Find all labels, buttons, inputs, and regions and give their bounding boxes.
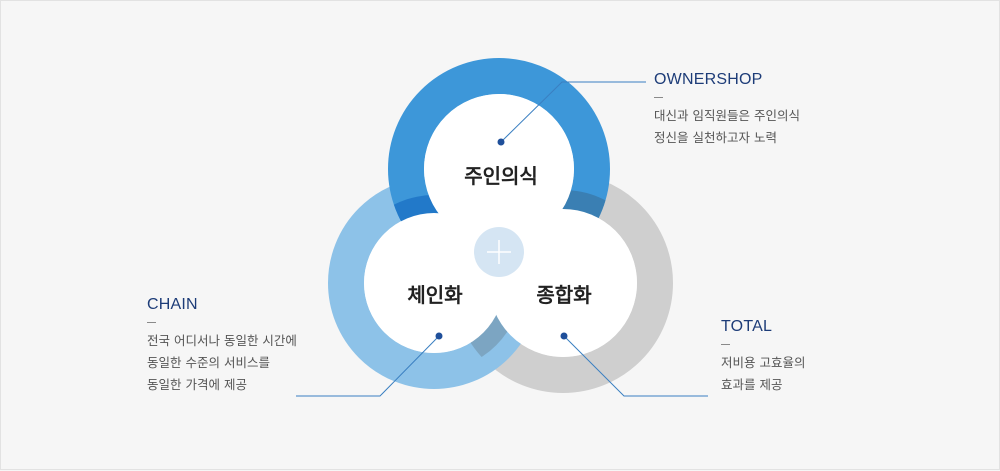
label-right: 종합화	[536, 283, 592, 307]
callout-chain-dash	[147, 322, 156, 323]
callout-ownership-dash	[654, 97, 663, 98]
callout-total-line: 효과를 제공	[721, 377, 783, 392]
leader-chain	[296, 335, 440, 397]
callout-total-title: TOTAL	[721, 318, 773, 335]
callout-chain-desc: 전국 어디서나 동일한 시간에 동일한 수준의 서비스를 동일한 가격에 제공	[147, 330, 297, 396]
callout-total-desc: 저비용 고효율의 효과를 제공	[721, 352, 805, 396]
label-top: 주인의식	[464, 164, 538, 188]
dot-chain	[435, 332, 443, 340]
leader-ownership	[500, 81, 646, 143]
label-left: 체인화	[407, 283, 463, 307]
dot-ownership	[497, 138, 505, 146]
inner-top	[424, 94, 574, 244]
callout-ownership-line: 정신을 실천하고자 노력	[654, 130, 777, 145]
callout-ownership-title: OWNERSHOP	[654, 71, 763, 88]
dot-total	[560, 332, 568, 340]
callout-ownership-line: 대신과 임직원들은 주인의식	[654, 108, 800, 123]
callout-chain-line: 동일한 수준의 서비스를	[147, 355, 270, 370]
callout-chain-line: 동일한 가격에 제공	[147, 377, 247, 392]
callout-chain-line: 전국 어디서나 동일한 시간에	[147, 333, 297, 348]
callout-ownership-desc: 대신과 임직원들은 주인의식 정신을 실천하고자 노력	[654, 105, 800, 149]
plus-icon	[474, 227, 524, 277]
callout-chain: CHAIN 전국 어디서나 동일한 시간에 동일한 수준의 서비스를 동일한 가…	[147, 296, 297, 396]
callout-total-dash	[721, 344, 730, 345]
inner-right	[489, 209, 637, 357]
callout-total: TOTAL 저비용 고효율의 효과를 제공	[721, 318, 805, 396]
callout-total-line: 저비용 고효율의	[721, 355, 806, 370]
inner-left	[364, 213, 504, 353]
callout-chain-title: CHAIN	[147, 296, 198, 313]
callout-ownership: OWNERSHOP 대신과 임직원들은 주인의식 정신을 실천하고자 노력	[654, 71, 800, 149]
leader-total	[563, 335, 708, 397]
